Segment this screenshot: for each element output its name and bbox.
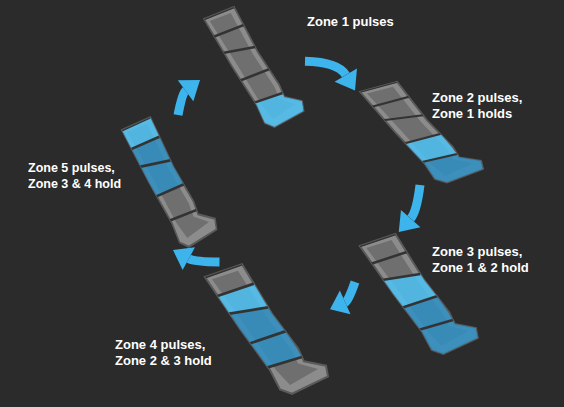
leg-zone-node: Zone 1 pulses: [200, 5, 305, 130]
leg-boot: [204, 7, 304, 127]
zone-caption: Zone 5 pulses, Zone 3 & 4 hold: [28, 160, 138, 192]
arrow-head: [399, 210, 421, 232]
leg-zone-node: Zone 3 pulses, Zone 1 & 2 hold: [355, 232, 480, 357]
arrow-head: [330, 291, 350, 315]
flow-arrow: [330, 282, 355, 314]
arrow-shaft: [305, 61, 346, 75]
arrow-shaft: [345, 282, 355, 302]
arrow-head: [178, 80, 200, 101]
arrow-shaft: [189, 259, 220, 262]
leg-zone-node: Zone 5 pulses, Zone 3 & 4 hold: [118, 115, 218, 250]
arrow-head: [173, 247, 195, 270]
arrow-shaft: [411, 185, 420, 219]
zone-caption: Zone 3 pulses, Zone 1 & 2 hold: [432, 244, 552, 276]
flow-arrow: [305, 61, 357, 90]
flow-arrow: [173, 247, 220, 270]
zone-caption: Zone 4 pulses, Zone 2 & 3 hold: [115, 337, 233, 369]
zone-caption: Zone 2 pulses, Zone 1 holds: [432, 90, 552, 122]
leg-boot: [122, 117, 217, 247]
leg-zone-node: Zone 4 pulses, Zone 2 & 3 hold: [200, 262, 330, 397]
leg-zone-node: Zone 2 pulses, Zone 1 holds: [355, 80, 485, 185]
flow-arrow: [399, 185, 421, 232]
leg-boot: [205, 264, 328, 394]
zone-caption: Zone 1 pulses: [307, 14, 447, 30]
flow-arrow: [178, 80, 200, 115]
arrow-shaft: [178, 91, 186, 115]
arrow-head: [335, 68, 357, 90]
